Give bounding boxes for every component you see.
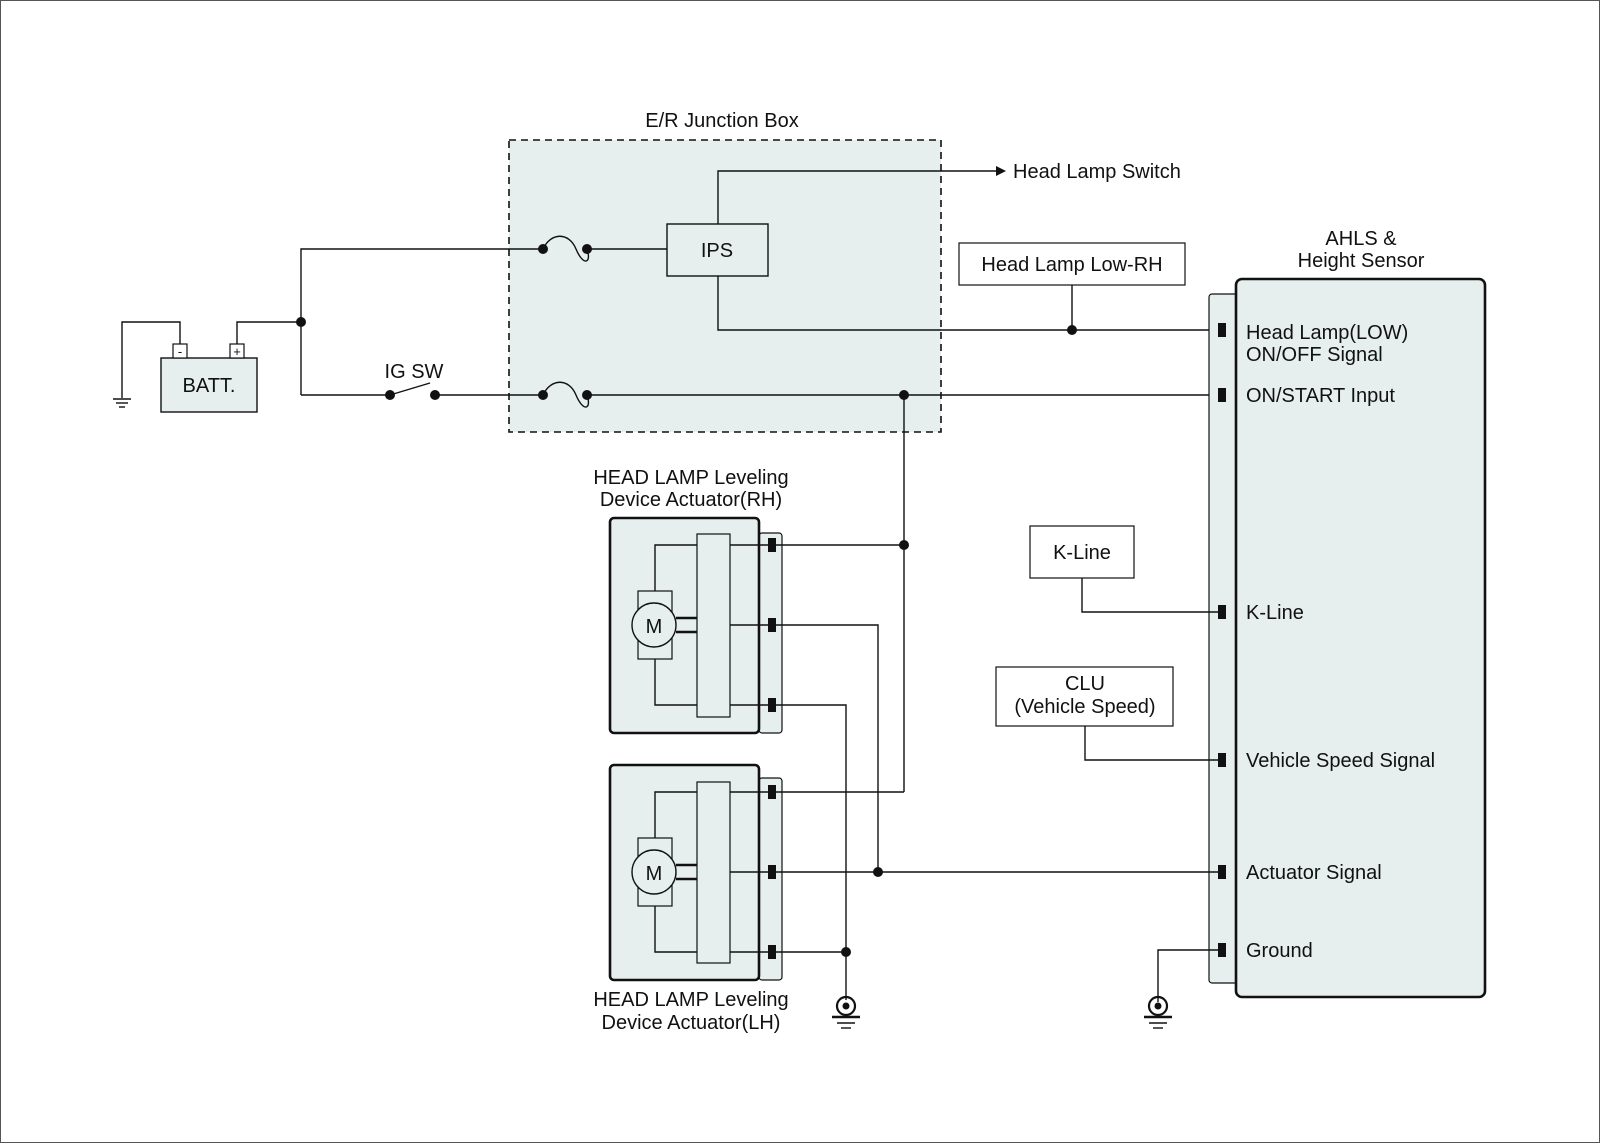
pin-vehicle-speed	[1218, 753, 1226, 767]
ground-icon-ahls	[1144, 995, 1172, 1029]
junction-dot	[873, 867, 883, 877]
chassis-ground-icon	[113, 398, 131, 408]
actuator-rh-driver	[696, 533, 731, 718]
wire-rh-ground	[776, 704, 847, 1000]
actuator-lh-internal-wire	[654, 791, 697, 839]
clu-label-line2: (Vehicle Speed)	[1014, 696, 1155, 718]
actuator-lh-motor-label: M	[646, 863, 663, 885]
actuator-lh-label-line2: Device Actuator(LH)	[602, 1012, 781, 1034]
pin-label-head-lamp-line1: Head Lamp(LOW)	[1246, 322, 1408, 344]
k-line-box-label: K-Line	[1053, 542, 1111, 564]
junction-box-title: E/R Junction Box	[645, 110, 798, 132]
actuator-lh-driver	[696, 781, 731, 964]
actuator-lh-pin-2	[768, 865, 776, 879]
junction-dot	[841, 947, 851, 957]
clu-label-line1: CLU	[1065, 673, 1105, 695]
junction-dot	[899, 540, 909, 550]
junction-box	[508, 139, 942, 433]
ig-sw-label: IG SW	[385, 361, 444, 383]
ahls-title-line2: Height Sensor	[1298, 250, 1425, 272]
ips-label: IPS	[701, 240, 733, 262]
wire-rh-signal	[776, 624, 879, 872]
wire-ips-head-lamp-switch	[717, 170, 998, 224]
actuator-lh-internal-wire	[654, 906, 697, 953]
pin-head-lamp-low	[1218, 323, 1226, 337]
motor-icon	[631, 849, 677, 895]
ig-sw-icon	[389, 382, 431, 396]
fuse-icon-upper	[542, 235, 590, 262]
actuator-rh-label-line2: Device Actuator(RH)	[600, 489, 782, 511]
pin-label-ground: Ground	[1246, 940, 1313, 962]
k-line-box	[1029, 525, 1135, 579]
wire-head-lamp-low	[717, 276, 1218, 331]
battery-label: BATT.	[183, 375, 236, 397]
battery-minus-sign: -	[178, 344, 182, 359]
wire-batt-negative	[121, 321, 181, 398]
motor-icon	[631, 602, 677, 648]
actuator-rh-pin-2	[768, 618, 776, 632]
actuator-rh-pin-3	[768, 698, 776, 712]
pin-k-line	[1218, 605, 1226, 619]
head-lamp-low-rh-label: Head Lamp Low-RH	[981, 254, 1162, 276]
pin-label-actuator: Actuator Signal	[1246, 862, 1382, 884]
clu-box	[995, 666, 1174, 727]
pin-ground	[1218, 943, 1226, 957]
actuator-rh-motor-label: M	[646, 616, 663, 638]
pin-label-vehicle-speed: Vehicle Speed Signal	[1246, 750, 1435, 772]
ahls-title-line1: AHLS &	[1325, 228, 1397, 250]
pin-label-head-lamp-line2: ON/OFF Signal	[1246, 344, 1383, 366]
pin-label-k-line: K-Line	[1246, 602, 1304, 624]
head-lamp-switch-label: Head Lamp Switch	[1013, 161, 1181, 183]
actuator-rh-pin-1	[768, 538, 776, 552]
pin-label-on-start: ON/START Input	[1246, 385, 1395, 407]
actuator-rh-internal-wire	[654, 659, 697, 706]
arrow-head-lamp-switch	[996, 166, 1006, 176]
wire-k-line	[1081, 578, 1218, 613]
wire-batt-positive	[236, 321, 301, 344]
battery	[160, 357, 258, 413]
pin-actuator	[1218, 865, 1226, 879]
head-lamp-low-rh-box	[958, 242, 1186, 286]
ground-icon-actuators	[832, 995, 860, 1029]
battery-plus-sign: +	[233, 344, 241, 359]
actuator-lh-pin-1	[768, 785, 776, 799]
wire-batt-feed	[300, 248, 543, 395]
pin-on-start	[1218, 388, 1226, 402]
actuator-lh-pin-3	[768, 945, 776, 959]
ahls-module	[1234, 277, 1487, 999]
wire-vehicle-speed	[1084, 726, 1218, 761]
actuator-lh-label-line1: HEAD LAMP Leveling	[593, 989, 788, 1011]
actuator-rh-internal-wire	[654, 544, 697, 604]
wire-ahls-ground	[1157, 949, 1218, 1002]
actuator-rh-label-line1: HEAD LAMP Leveling	[593, 467, 788, 489]
fuse-icon-lower	[542, 381, 590, 408]
